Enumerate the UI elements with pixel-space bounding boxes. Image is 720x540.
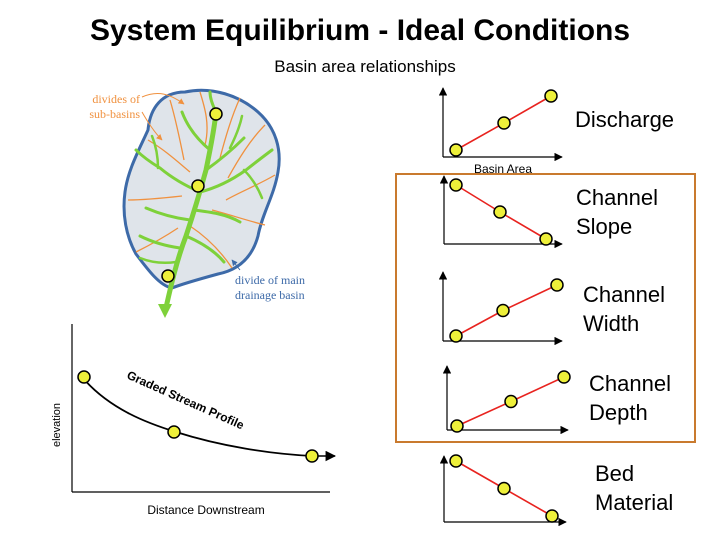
drainage-basin-illustration: divides of sub-basins divide of main dra… <box>89 88 305 318</box>
chart-channel-width <box>438 271 564 346</box>
chart-channel-width-point-2 <box>496 303 510 318</box>
chart-channel-slope-point-2 <box>493 205 507 219</box>
chart-channel-depth <box>442 365 571 435</box>
chart-bed-material-point-1 <box>449 454 463 468</box>
profile-chart: Graded Stream Profile elevation Distance… <box>51 324 337 517</box>
chart-channel-slope <box>439 175 563 249</box>
profile-curve <box>81 376 314 457</box>
main-divide-label-line1: divide of main <box>235 273 305 287</box>
chart-channel-depth-point-3 <box>557 370 571 384</box>
chart-channel-slope-point-1 <box>449 178 463 192</box>
main-divide-label-line2: drainage basin <box>235 288 305 302</box>
profile-curve-label: Graded Stream Profile <box>125 368 247 432</box>
page-title: System Equilibrium - Ideal Conditions <box>89 14 631 47</box>
chart-discharge-point-3 <box>544 89 558 103</box>
chart-channel-slope-point-3 <box>539 232 553 246</box>
profile-x-label: Distance Downstream <box>147 503 264 517</box>
profile-point-upstream <box>77 370 91 384</box>
chart-bed-material-point-3 <box>545 509 559 523</box>
sub-divides-pointer <box>141 93 185 105</box>
main-divide-pointer <box>231 259 241 271</box>
profile-point-downstream <box>305 449 319 463</box>
sub-basin-divides <box>127 91 276 269</box>
basin-area-axis-label: Basin Area <box>474 162 532 176</box>
chart-discharge <box>438 87 563 162</box>
chart-discharge-point-2 <box>497 116 511 130</box>
basin-point-outlet <box>161 269 175 283</box>
highlight-box <box>395 173 696 443</box>
profile-point-middle <box>167 425 181 439</box>
chart-channel-width-point-3 <box>550 278 564 292</box>
variable-label-discharge: Discharge <box>575 107 675 132</box>
chart-discharge-point-1 <box>449 143 463 157</box>
sub-divides-pointer-2 <box>141 111 163 141</box>
basin-point-middle <box>191 179 205 193</box>
basin-area-charts <box>438 87 571 527</box>
page-subtitle: Basin area relationships <box>274 57 456 76</box>
chart-channel-depth-point-1 <box>450 419 464 433</box>
outlet-arrowhead <box>158 304 172 318</box>
chart-bed-material <box>439 454 567 527</box>
sub-divides-label-line2: sub-basins <box>89 107 140 121</box>
chart-channel-width-point-1 <box>449 329 463 343</box>
basin-point-upper <box>209 107 223 121</box>
profile-y-label: elevation <box>51 403 63 447</box>
chart-bed-material-point-2 <box>497 481 511 496</box>
sub-divides-label-line1: divides of <box>92 92 140 106</box>
chart-channel-depth-point-2 <box>504 394 518 409</box>
